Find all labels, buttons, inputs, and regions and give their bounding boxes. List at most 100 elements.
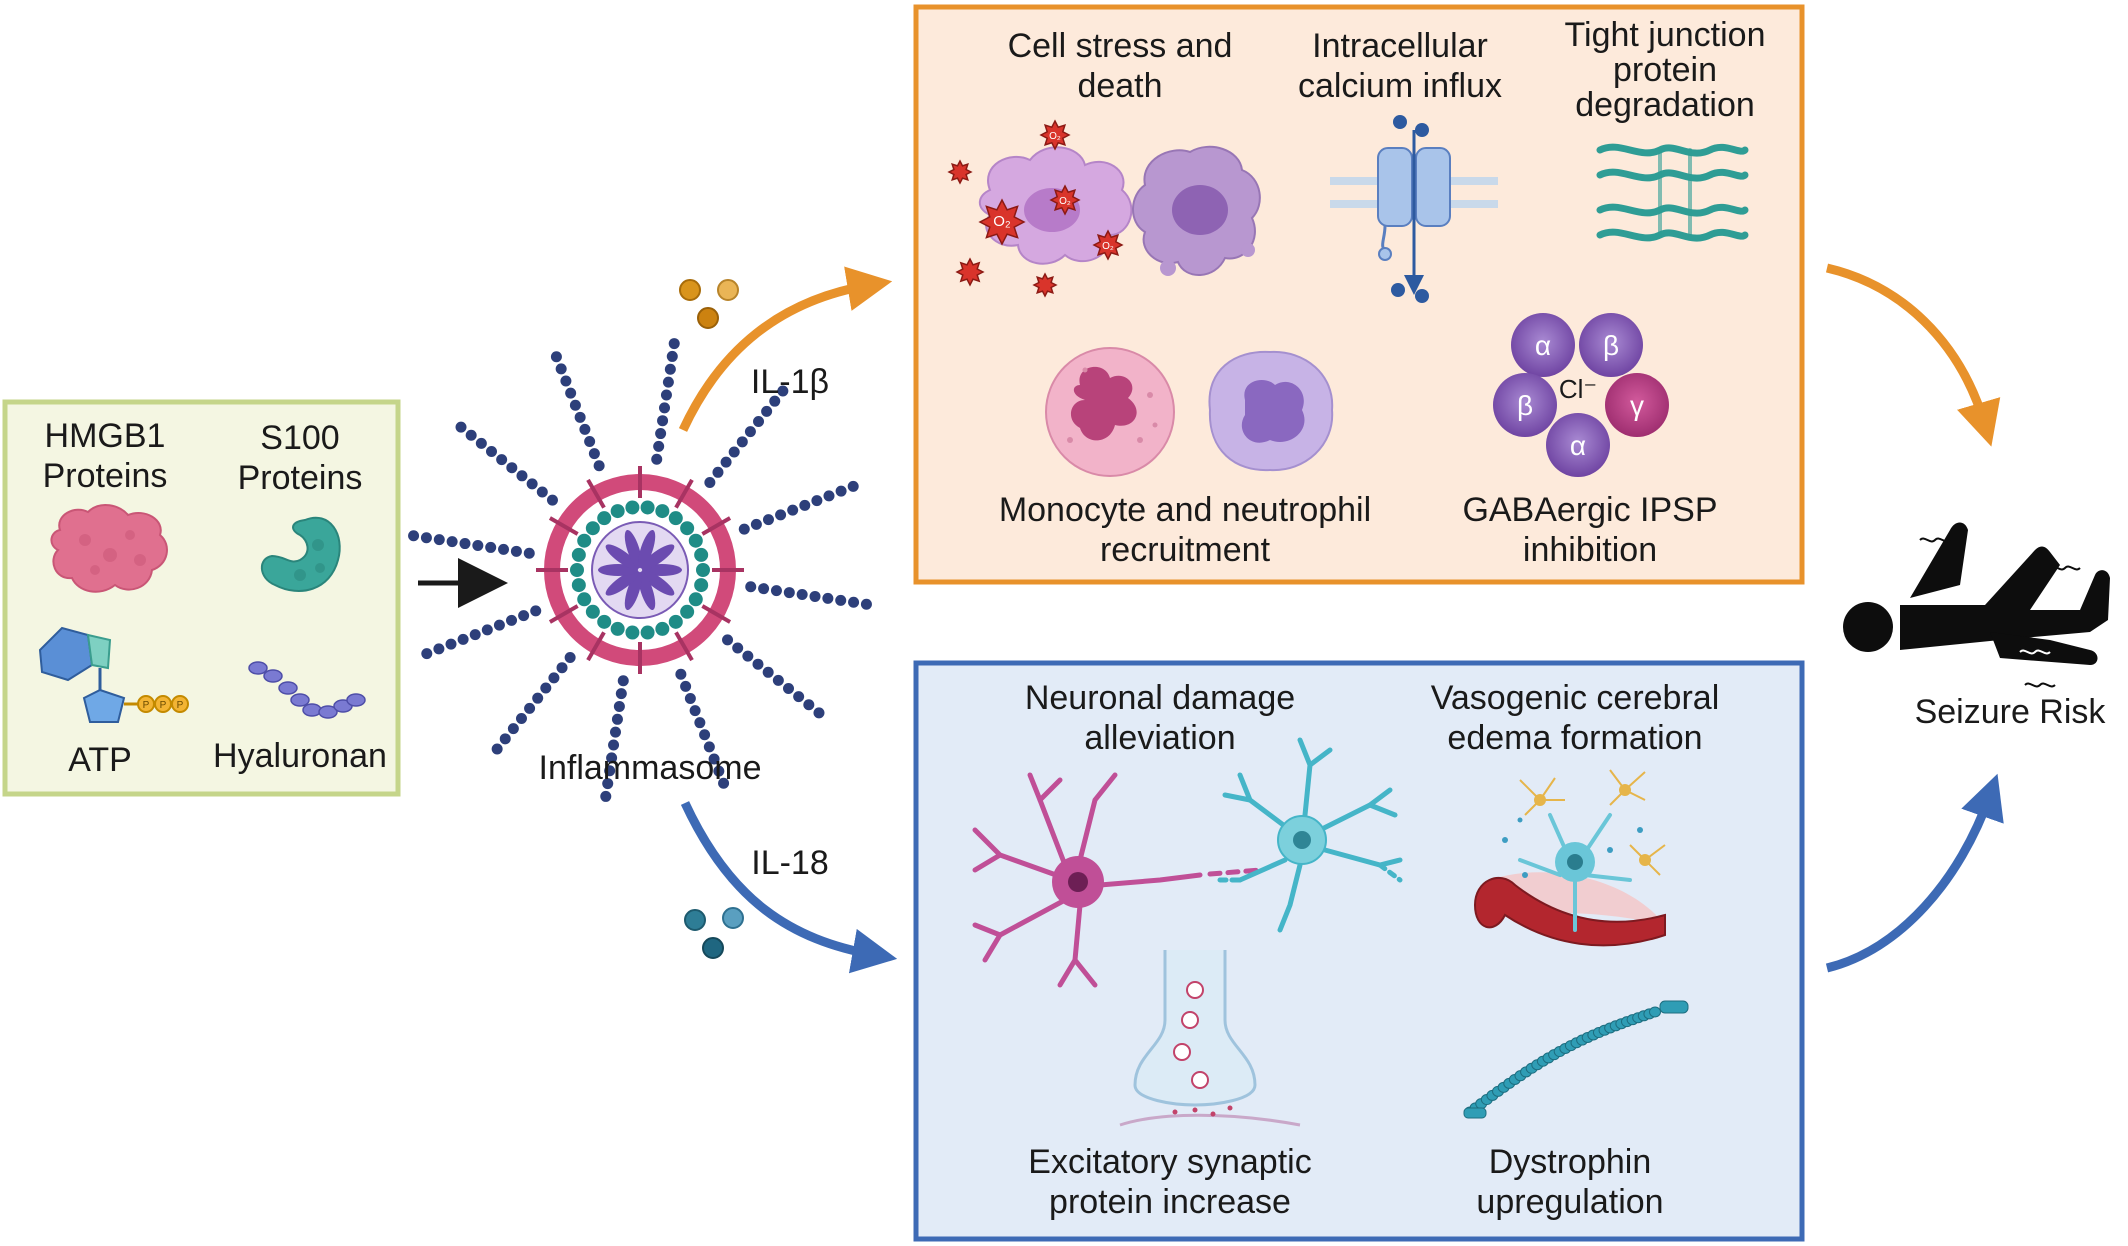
inflammasome-spoke-bead <box>703 741 715 753</box>
ros-burst <box>947 159 973 185</box>
inflammasome-ring-segment <box>586 478 606 509</box>
cell-stress-label-line: Cell stress and <box>1007 27 1233 65</box>
inflammasome-spoke-bead <box>668 338 680 350</box>
inflammasome-spoke-bead <box>433 643 445 655</box>
inflammasome-inner-bead <box>655 504 670 519</box>
inflammasome-spoke-bead <box>848 596 860 608</box>
inflammasome-spoke-bead <box>546 494 558 506</box>
ros-burst <box>1049 184 1081 216</box>
inflammasome-spoke-bead <box>775 509 787 521</box>
inflammasome-inner-bead <box>696 563 710 577</box>
inflammasome-ring-segment <box>586 631 606 662</box>
monocyte-recruitment-label: Monocyte and neutrophil recruitment <box>975 490 1395 570</box>
edema-formation-label-line: edema formation <box>1447 719 1703 757</box>
inflammasome-spoke-bead <box>809 590 821 602</box>
inflammasome-spoke-bead <box>803 699 815 711</box>
inflammasome-spoke-bead <box>532 692 544 704</box>
dystrophin-domain <box>1463 1107 1487 1119</box>
inflammasome-spoke-bead <box>745 581 757 593</box>
inflammasome-spoke-bead <box>496 454 508 466</box>
ros-symbol: O₂ <box>1049 131 1061 142</box>
edema-formation-label: Vasogenic cerebral edema formation <box>1420 678 1730 758</box>
ros-burst <box>1032 272 1058 298</box>
dystrophin-label-line: Dystrophin <box>1488 1143 1652 1181</box>
inflammasome-spoke-bead <box>744 426 756 438</box>
inflammasome-spoke-bead <box>518 610 530 622</box>
inflammasome-spoke-bead <box>469 629 481 641</box>
inflammasome-spoke-bead <box>769 395 781 407</box>
il18-label: IL-18 <box>751 844 829 882</box>
il1b-label: IL-1β <box>750 363 830 401</box>
s100-label-line: S100 <box>260 419 340 457</box>
monocyte-icon <box>1208 350 1334 472</box>
inflammasome-spoke-bead <box>823 490 835 502</box>
monocyte-recruitment-label-line: recruitment <box>1099 531 1271 569</box>
inflammasome-inner-bead <box>688 592 703 607</box>
inflammasome-ring-segment <box>548 604 579 624</box>
inflammasome-spoke-bead <box>445 638 457 650</box>
inflammasome-inner-bead <box>668 511 683 526</box>
inflammasome-ring-segment <box>674 478 694 509</box>
inflammasome-spoke-bead <box>659 402 671 414</box>
inflammasome-spoke-bead <box>574 411 586 423</box>
inflammasome-spoke-bead <box>540 682 552 694</box>
inflammasome-spoke-bead <box>770 585 782 597</box>
inflammasome-spoke-bead <box>847 480 859 492</box>
inflammasome-spoke-bead <box>657 415 669 427</box>
inflammasome-spoke-bead <box>465 429 477 441</box>
inflammasome-core-petal <box>638 571 656 611</box>
cerebral-edema-icon <box>1473 769 1666 947</box>
calcium-influx-label-line: calcium influx <box>1297 67 1503 105</box>
inflammasome-spoke-bead <box>742 650 754 662</box>
inflammasome-spoke-bead <box>433 534 445 546</box>
inflammasome-spoke-bead <box>787 504 799 516</box>
inflammasome-spoke-bead <box>593 460 605 472</box>
inflammasome-inner-bead <box>585 604 600 619</box>
inflammasome-spoke-bead <box>555 363 567 375</box>
inflammasome-spoke-bead <box>523 547 535 559</box>
inflammasome-spoke-bead <box>481 624 493 636</box>
inflammasome-spoke-bead <box>408 530 420 542</box>
healthy-neuron-icon <box>1217 737 1403 933</box>
inflammasome-spoke-bead <box>420 532 432 544</box>
inflammasome-spoke-bead <box>506 614 518 626</box>
inflammasome-spoke-bead <box>694 717 706 729</box>
inflammasome-spoke-bead <box>515 713 527 725</box>
inflammasome-inner-bead <box>640 500 655 515</box>
inflammasome-spoke-bead <box>738 523 750 535</box>
inflammasome-inner-bead <box>655 621 670 636</box>
inflammasome-inner-bead <box>668 614 683 629</box>
inflammasome-inner-bead <box>625 500 640 515</box>
hmgb1-label-line: Proteins <box>42 457 168 495</box>
inflammasome-spoke-bead <box>666 350 678 362</box>
inflammasome-ring-segment <box>701 516 732 536</box>
inflammasome-spoke-bead <box>485 445 497 457</box>
inflammasome-spoke-bead <box>675 668 687 680</box>
calcium-channel-icon <box>1330 115 1498 303</box>
ros-symbol: O₂ <box>1059 196 1071 207</box>
inflammasome-spoke-bead <box>762 666 774 678</box>
inflammasome-spoke-bead <box>718 777 730 789</box>
inflammasome-ring-segment <box>674 631 694 662</box>
edema-formation-label-line: Vasogenic cerebral <box>1430 679 1720 717</box>
inflammasome-spoke-bead <box>569 399 581 411</box>
damaged-neuron-icon <box>972 772 1263 988</box>
danger-signals-box-frame <box>2 399 401 797</box>
inflammasome-core-petal <box>641 570 675 596</box>
hmgb1-label: HMGB1 Proteins <box>25 416 185 496</box>
gaba-inhibition-label: GABAergic IPSP inhibition <box>1455 490 1725 570</box>
inflammasome-inner-bead <box>610 621 625 636</box>
gaba-subunit-beta-label: β <box>1517 390 1533 421</box>
inflammasome-spoke-bead <box>455 421 467 433</box>
inflammasome-inner-bead <box>694 578 709 593</box>
ros-burst <box>978 198 1026 246</box>
inflammasome-spoke-bead <box>457 633 469 645</box>
s100-label-line: Proteins <box>237 459 363 497</box>
inflammasome-spoke-bead <box>485 541 497 553</box>
tight-junction-label-line: Tight junction <box>1564 16 1766 54</box>
il18-effects-box-frame <box>913 660 1805 1242</box>
il1b-cytokine-icon <box>679 279 739 329</box>
inflammasome-spoke-bead <box>662 376 674 388</box>
inflammasome-spoke-bead <box>613 700 625 712</box>
